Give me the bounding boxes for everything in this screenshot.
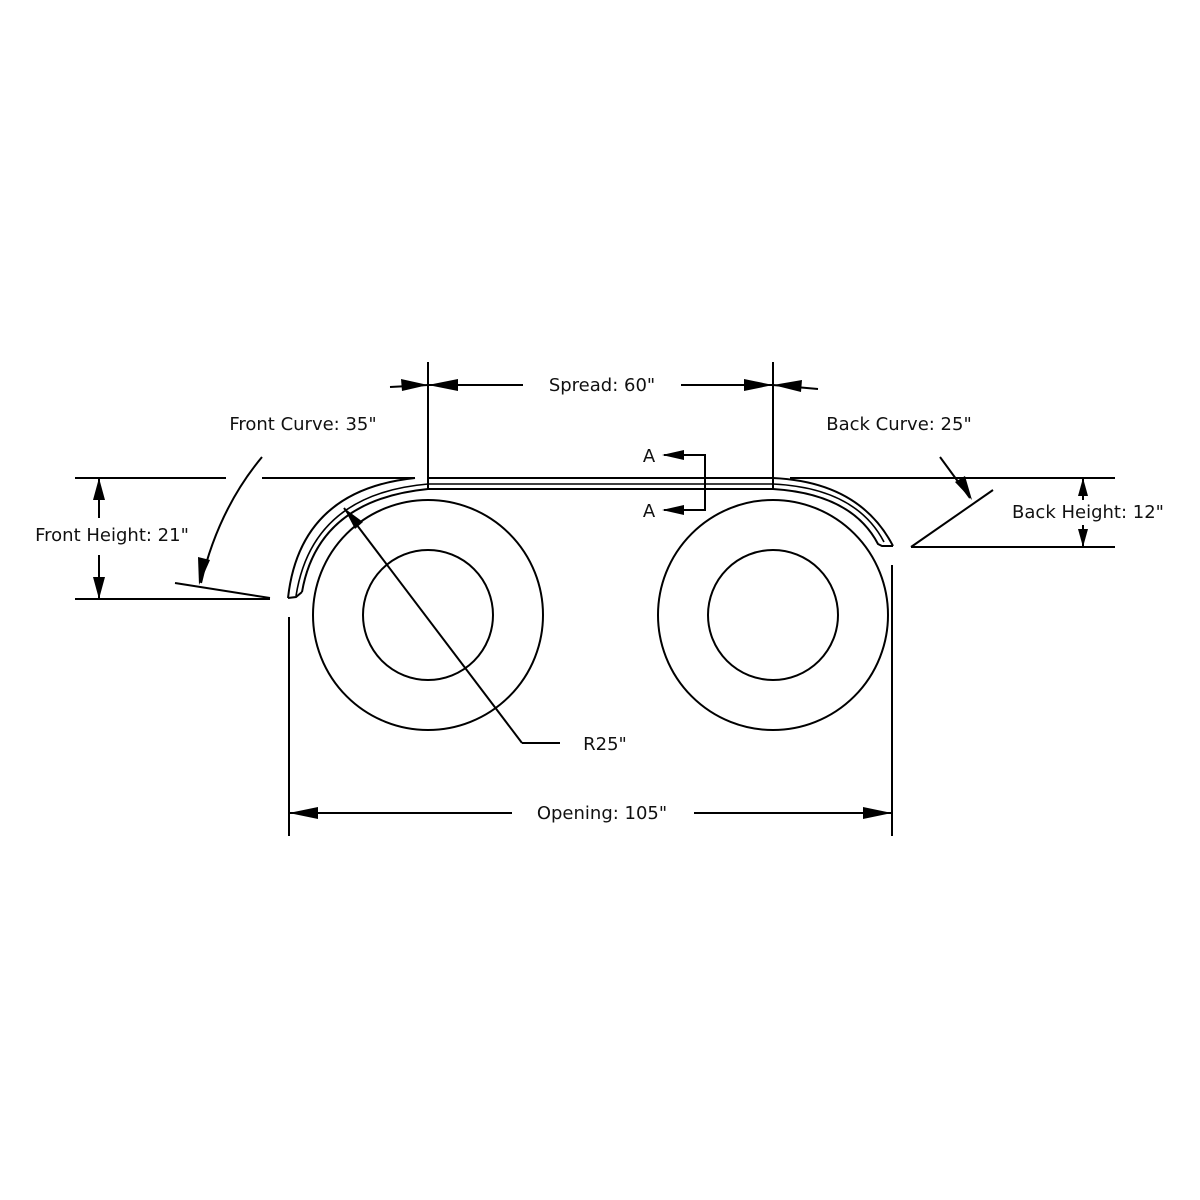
opening-dimension: Opening: 105" <box>288 565 893 836</box>
front-height-label: Front Height: 21" <box>35 525 189 546</box>
section-label-bottom: A <box>643 501 656 522</box>
back-curve-dimension: Back Curve: 25" <box>826 414 994 548</box>
front-curve-label: Front Curve: 35" <box>229 414 376 435</box>
rear-rim <box>707 549 839 681</box>
fender-body <box>287 362 894 599</box>
radius-dimension: R25" <box>343 507 627 755</box>
opening-label: Opening: 105" <box>537 803 667 824</box>
section-a-a-marker: A A <box>643 446 706 522</box>
back-height-label: Back Height: 12" <box>1012 502 1164 523</box>
spread-label: Spread: 60" <box>549 375 655 396</box>
back-height-dimension: Back Height: 12" <box>790 477 1164 548</box>
front-height-dimension: Front Height: 21" <box>35 477 415 600</box>
back-curve-label: Back Curve: 25" <box>826 414 972 435</box>
rear-wheel <box>657 499 889 731</box>
front-tire-outer <box>312 499 544 731</box>
radius-label: R25" <box>583 734 627 755</box>
section-label-top: A <box>643 446 656 467</box>
front-wheel <box>312 499 544 731</box>
front-curve-dimension: Front Curve: 35" <box>174 414 377 599</box>
spread-dimension: Spread: 60" <box>389 375 819 396</box>
rear-tire-outer <box>657 499 889 731</box>
front-rim <box>362 549 494 681</box>
